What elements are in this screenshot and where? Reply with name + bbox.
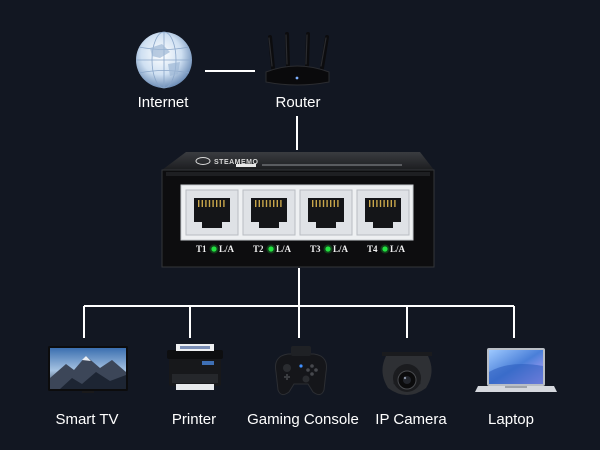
ports: T1 L/A T2 L/A T3 L/A T4 L/A	[185, 189, 410, 254]
port-label: T2	[253, 244, 264, 254]
port-indicator-label: L/A	[390, 244, 406, 254]
router-icon	[265, 32, 330, 86]
port-label: T1	[196, 244, 207, 254]
link-led-icon	[382, 246, 388, 252]
router-label: Router	[275, 94, 321, 111]
connection-lines	[83, 70, 515, 338]
network-switch: STEAMEMO T1 L/A T2 L/A T3 L/A T4 L/A	[161, 152, 435, 268]
laptop-icon	[475, 348, 557, 392]
globe-icon	[136, 31, 192, 89]
link-led-icon	[268, 246, 274, 252]
smart-tv-icon	[48, 346, 128, 393]
device-label-gaming-console: Gaming Console	[247, 411, 359, 428]
device-label-smart-tv: Smart TV	[55, 411, 119, 428]
printer-icon	[167, 344, 223, 390]
gamepad-icon	[275, 346, 327, 396]
port-label: T3	[310, 244, 321, 254]
ethernet-port	[185, 189, 239, 236]
device-label-laptop: Laptop	[488, 411, 534, 428]
port-indicator-label: L/A	[276, 244, 292, 254]
brand-text: STEAMEMO	[214, 159, 259, 166]
brand-logo: STEAMEMO	[195, 157, 259, 166]
ethernet-port	[356, 189, 410, 236]
port-indicator-label: L/A	[219, 244, 235, 254]
ethernet-port	[299, 189, 353, 236]
link-led-icon	[325, 246, 331, 252]
port-label: T4	[367, 244, 378, 254]
device-label-printer: Printer	[171, 411, 217, 428]
internet-label: Internet	[137, 94, 189, 111]
link-led-icon	[211, 246, 217, 252]
ethernet-port	[242, 189, 296, 236]
device-label-ip-camera: IP Camera	[375, 411, 447, 428]
ip-camera-icon	[382, 352, 432, 395]
port-indicator-label: L/A	[333, 244, 349, 254]
